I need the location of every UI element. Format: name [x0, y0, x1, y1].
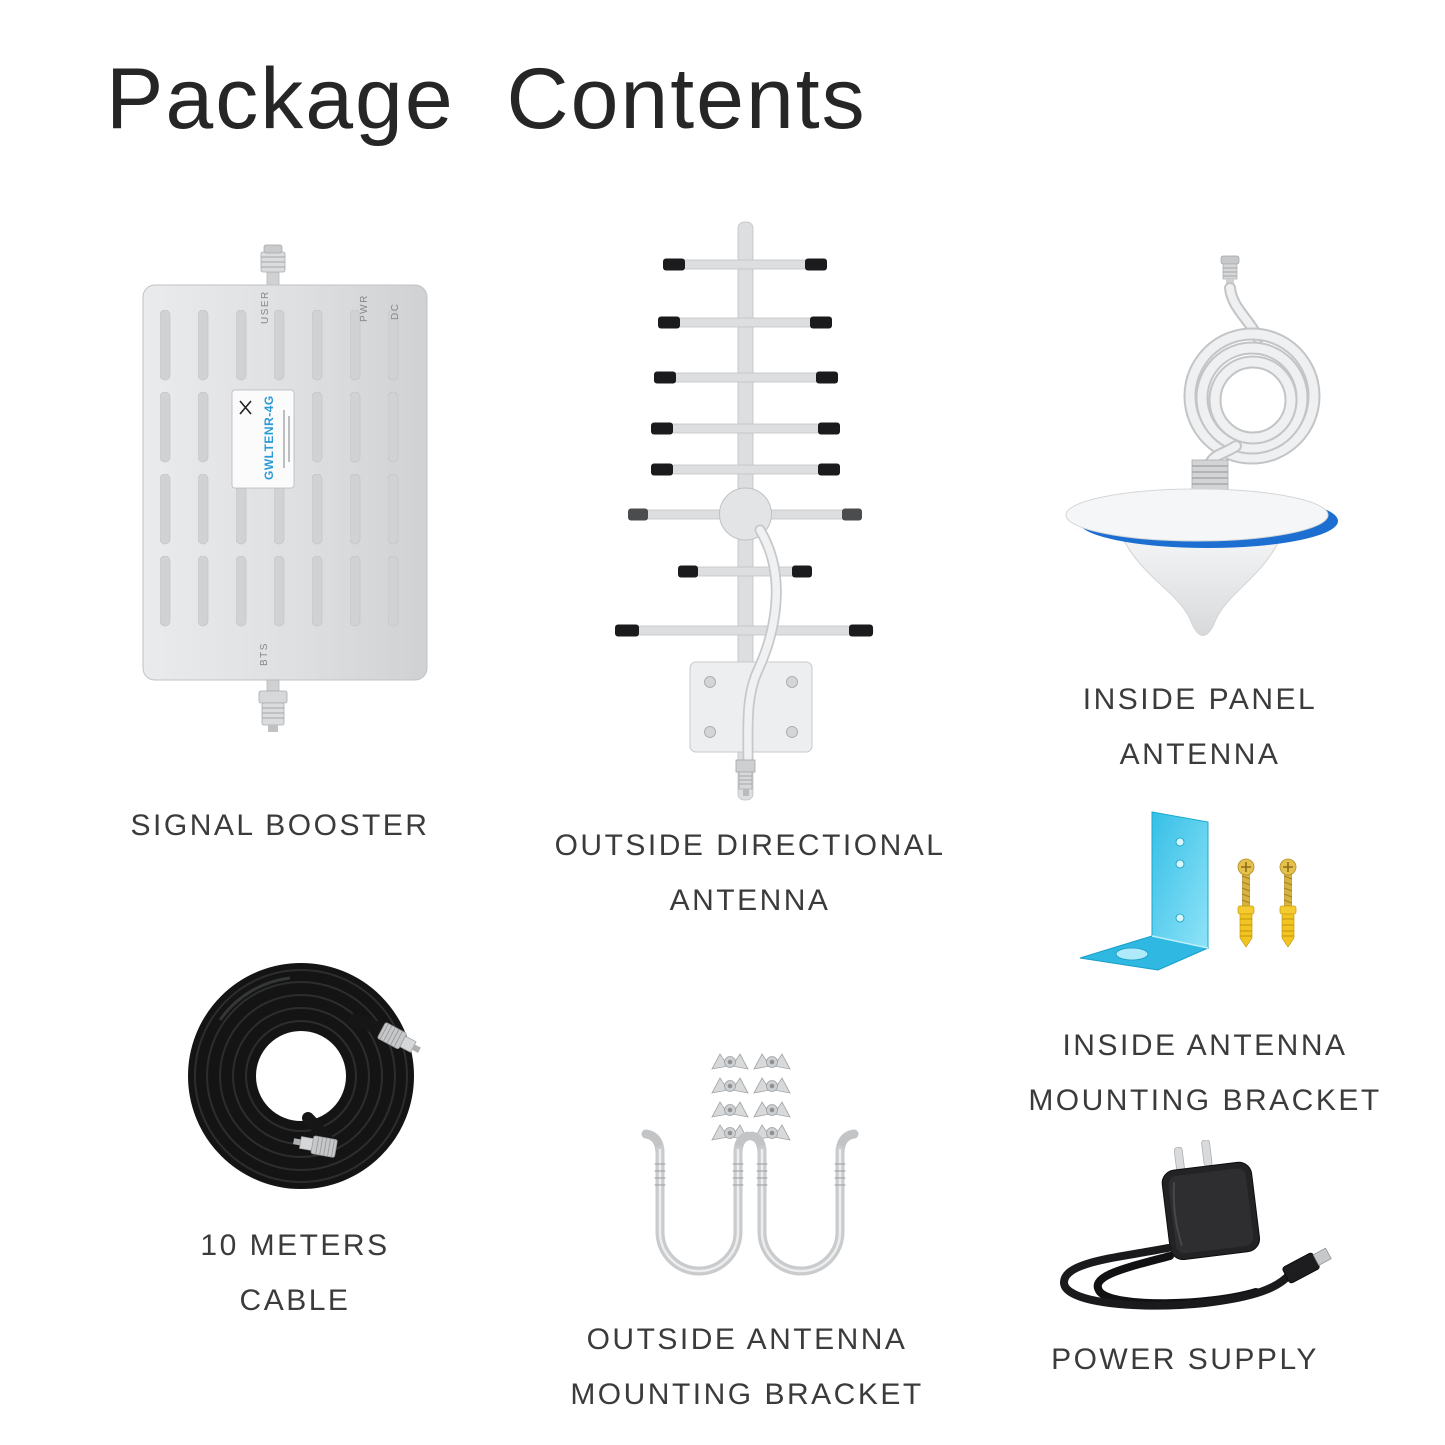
booster-port-dc-text: DC	[390, 303, 401, 320]
panel-antenna-connector	[1220, 255, 1240, 288]
panel-antenna-disc	[1065, 488, 1329, 542]
outside-antenna-label: OUTSIDE DIRECTIONAL ANTENNA	[515, 818, 985, 928]
booster-logo-icon	[239, 400, 252, 415]
inside-bracket-label: INSIDE ANTENNA MOUNTING BRACKET	[985, 1018, 1425, 1128]
panel-antenna-cone	[1119, 532, 1284, 636]
page-title: Package Contents	[106, 51, 867, 147]
cable-coil	[188, 963, 414, 1189]
power-supply-image	[1060, 1140, 1332, 1310]
outside-antenna-label-line2: ANTENNA	[669, 884, 831, 917]
signal-booster-image: GWLTENR-4G USER PWR DC BTS	[142, 244, 428, 732]
booster-label-panel: GWLTENR-4G	[231, 389, 295, 489]
inside-antenna-bracket-image	[1079, 811, 1297, 971]
booster-fineprint-lines	[283, 410, 290, 468]
wall-anchor-screw	[1237, 858, 1255, 948]
inside-panel-antenna-image	[1065, 255, 1338, 636]
wall-anchor-screw	[1279, 858, 1297, 948]
outside-directional-antenna-image	[615, 221, 874, 801]
booster-port-user-text: USER	[260, 290, 271, 324]
outside-bracket-label: OUTSIDE ANTENNA MOUNTING BRACKET	[512, 1312, 982, 1422]
cable-connector-left	[293, 1135, 338, 1158]
coax-cable-image	[188, 963, 421, 1189]
inside-panel-antenna-label-line2: ANTENNA	[1119, 738, 1281, 771]
inside-bracket-label-line2: MOUNTING BRACKET	[1028, 1084, 1382, 1117]
signal-booster-label: SIGNAL BOOSTER	[130, 809, 430, 842]
wing-nuts	[711, 1053, 791, 1141]
booster-model-text: GWLTENR-4G	[262, 395, 276, 480]
booster-port-bts-text: BTS	[259, 642, 270, 666]
cable-label: 10 METERS CABLE	[140, 1218, 450, 1328]
antenna-bottom-connector	[735, 759, 756, 796]
outside-bracket-label-line2: MOUNTING BRACKET	[570, 1378, 924, 1411]
booster-top-connector	[260, 244, 286, 289]
cable-connector-right	[377, 1022, 421, 1053]
cable-label-line2: CABLE	[239, 1284, 351, 1317]
outside-antenna-bracket-image	[641, 1053, 859, 1276]
u-bolt-right	[747, 1129, 859, 1276]
u-bolt-left	[641, 1129, 753, 1276]
usb-cable	[1060, 1244, 1294, 1310]
panel-antenna-cable-coil	[1183, 327, 1321, 465]
cable-label-line1: 10 METERS	[200, 1229, 390, 1262]
l-bracket	[1079, 811, 1210, 971]
inside-panel-antenna-label-line1: INSIDE PANEL	[1082, 683, 1318, 716]
booster-bottom-connector	[258, 679, 288, 732]
power-adapter	[1161, 1140, 1261, 1261]
inside-panel-antenna-label: INSIDE PANEL ANTENNA	[1010, 672, 1390, 782]
booster-port-pwr-text: PWR	[359, 294, 370, 322]
antenna-feed-cable	[742, 524, 782, 764]
usb-plug	[1282, 1247, 1332, 1284]
power-supply-label: POWER SUPPLY	[1051, 1343, 1319, 1376]
outside-bracket-label-line1: OUTSIDE ANTENNA	[586, 1323, 908, 1356]
outside-antenna-label-line1: OUTSIDE DIRECTIONAL	[554, 829, 946, 862]
antenna-elements	[615, 258, 874, 637]
inside-bracket-label-line1: INSIDE ANTENNA	[1062, 1029, 1348, 1062]
